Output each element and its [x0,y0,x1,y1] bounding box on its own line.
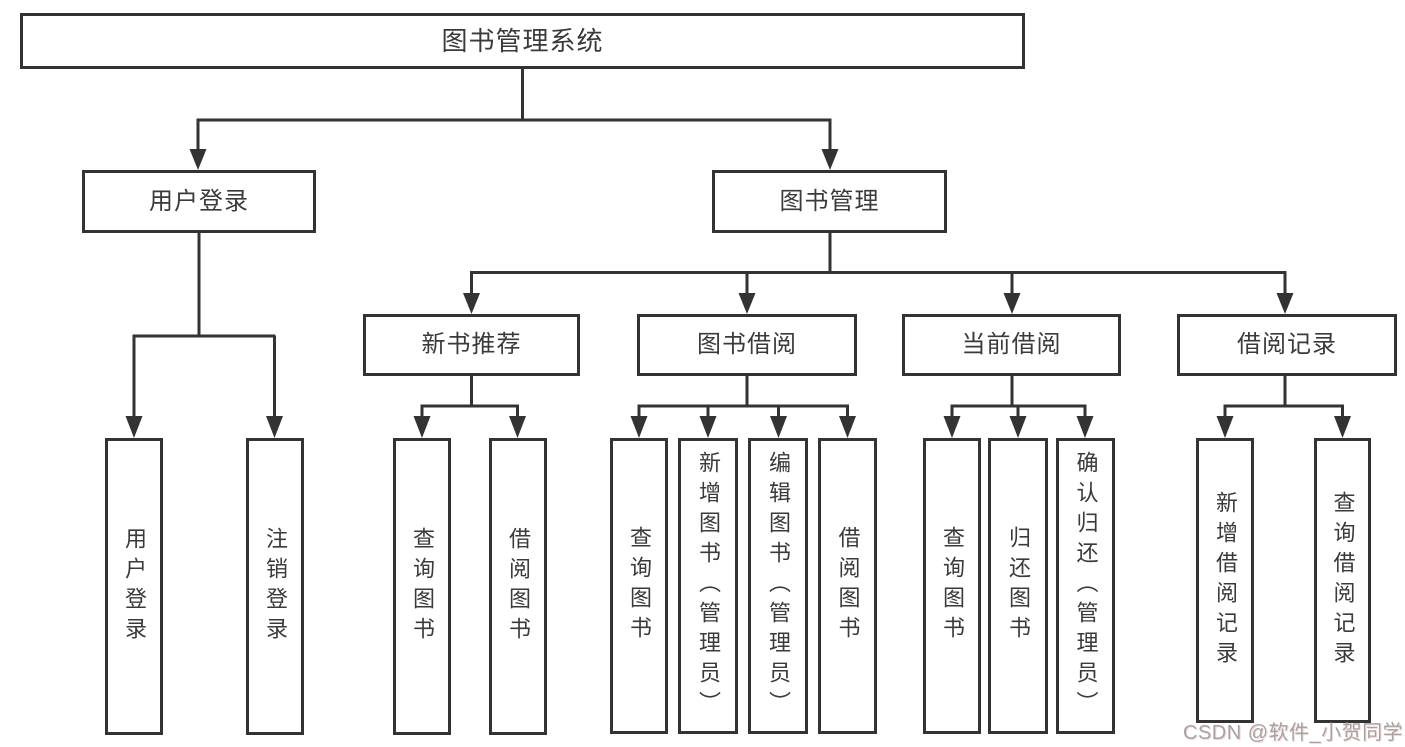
arrowheads-borrow-leaves [630,416,856,438]
connector-book-management-to-level3 [470,233,1287,295]
connector-user-login-to-leaves [132,232,276,418]
node-book-borrow: 图书借阅 [637,314,857,376]
node-leaf-logout-login: 注销登录 [246,438,304,735]
arrowheads-level3 [463,293,1294,314]
csdn-watermark: CSDN @软件_小贺同学 [1183,722,1404,744]
node-leaf-records-query-record: 查询借阅记录 [1314,438,1371,723]
node-leaf-recommend-query-book: 查询图书 [393,438,451,735]
node-library-system: 图书管理系统 [20,13,1025,69]
node-leaf-borrow-query-book: 查询图书 [610,438,668,734]
node-book-management: 图书管理 [712,170,947,233]
connector-recommend-to-leaves [420,376,519,418]
node-user-login: 用户登录 [82,170,316,233]
node-leaf-current-query-book: 查询图书 [923,438,981,734]
arrowheads-recommend-leaves [413,416,526,438]
node-leaf-borrow-edit-book-admin: 编辑图书（管理员） [748,438,808,734]
node-leaf-current-confirm-return-admin: 确认归还（管理员） [1056,438,1115,734]
node-leaf-borrow-add-book-admin: 新增图书（管理员） [678,438,738,734]
arrowheads-current-leaves [943,416,1094,438]
node-borrow-records: 借阅记录 [1177,314,1397,376]
connector-borrow-to-leaves [637,376,849,418]
connector-root-to-level2 [196,69,832,151]
connector-records-to-leaves [1223,376,1344,418]
node-leaf-current-return-book: 归还图书 [988,438,1048,734]
node-leaf-records-add-record: 新增借阅记录 [1196,438,1254,723]
node-leaf-recommend-borrow-book: 借阅图书 [489,438,547,735]
node-leaf-borrow-borrow-book: 借阅图书 [818,438,877,734]
arrowheads-records-leaves [1216,416,1351,438]
node-new-book-recommend: 新书推荐 [363,314,580,376]
arrowheads-user-login-leaves [125,416,283,438]
node-current-borrow: 当前借阅 [902,314,1121,376]
node-leaf-user-login: 用户登录 [105,438,163,735]
connector-current-to-leaves [950,376,1087,418]
arrowheads-root-to-level2 [189,149,839,170]
